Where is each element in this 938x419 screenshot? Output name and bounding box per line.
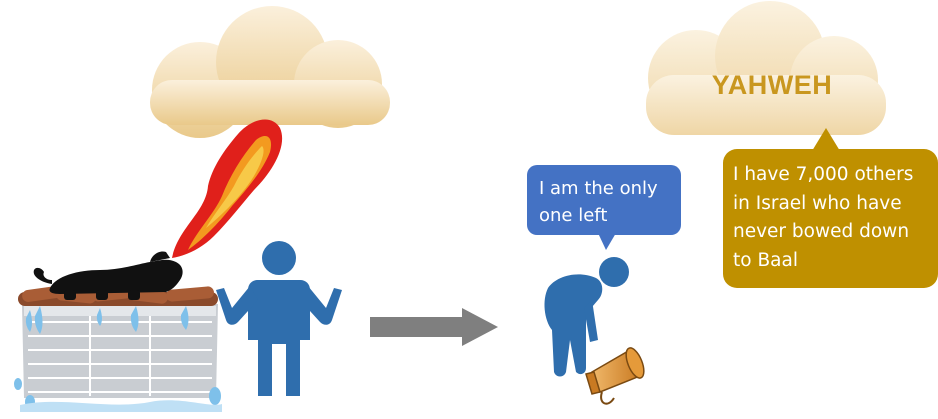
blue-bubble-tail <box>598 233 616 250</box>
arrow-right-icon <box>370 308 498 346</box>
speech-line: I am the only <box>539 175 671 202</box>
yahweh-label: YAHWEH <box>697 70 847 101</box>
speech-line: to Baal <box>733 247 932 276</box>
left-cloud-icon <box>150 6 390 138</box>
speech-line: in Israel who have <box>733 190 932 219</box>
right-cloud-icon <box>646 1 886 135</box>
fireball-icon <box>172 119 282 258</box>
person-shrugging-icon <box>216 241 342 396</box>
speech-bubble-elijah: I am the only one left <box>527 165 681 235</box>
speech-line: I have 7,000 others <box>733 161 932 190</box>
altar-icon <box>14 304 222 412</box>
speech-line: one left <box>539 202 671 229</box>
speech-line: never bowed down <box>733 218 932 247</box>
speech-bubble-yahweh: I have 7,000 others in Israel who have n… <box>723 149 938 288</box>
megaphone-icon <box>586 346 647 404</box>
